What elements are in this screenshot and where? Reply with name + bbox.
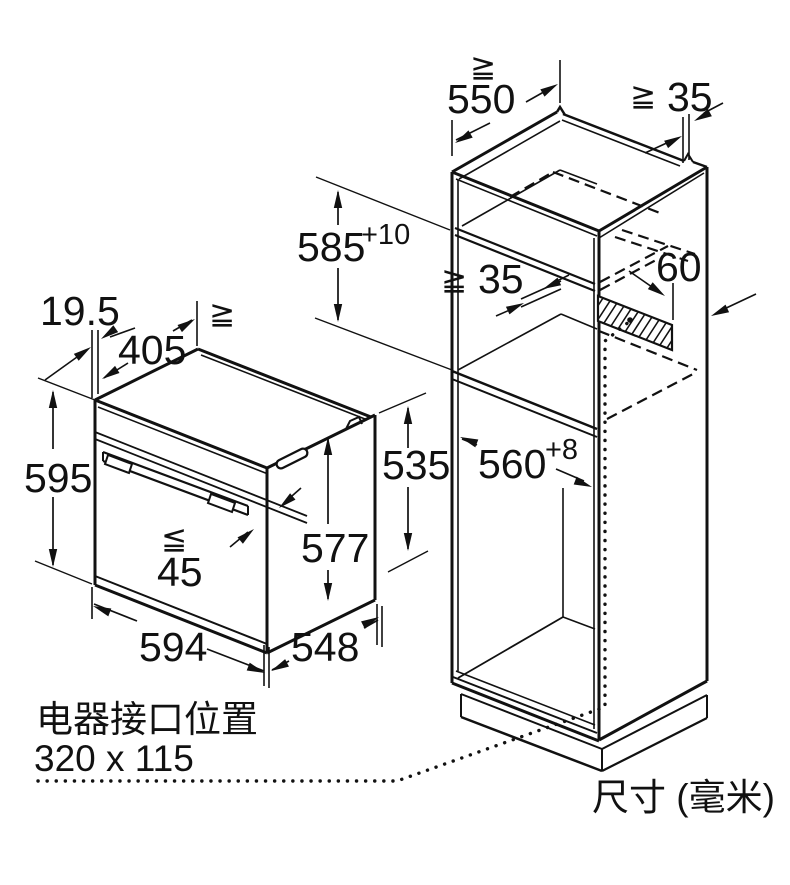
dim-label-shelf-gap: 35: [478, 256, 524, 302]
units-note: 尺寸 (毫米): [592, 777, 775, 818]
dim-rear-top-gap: ≧ 35: [630, 74, 724, 163]
connection-size: 320 x 115: [34, 738, 194, 779]
vent-cutout-hatched: [596, 294, 674, 352]
oven-outline: [93, 347, 377, 655]
dim-label-niche-width-tol: +8: [545, 434, 578, 466]
ge-symbol-oven-top: ≧: [209, 296, 235, 331]
cabinet-shelves: [451, 169, 598, 438]
hidden-edges-dashed: [509, 170, 698, 420]
dim-label-front-body-height: 577: [301, 525, 369, 571]
dim-niche-height: 585 +10: [297, 176, 453, 371]
cabinet-drawing: ≧ 550 ≧ 35 585 +10: [297, 49, 757, 773]
connection-label: 电器接口位置: [36, 699, 258, 740]
dim-label-niche-height: 585: [297, 224, 365, 270]
dim-oven-rear-body-height: 535: [378, 392, 450, 573]
ge-symbol-cabinet-depth: ≧: [470, 49, 496, 84]
dim-label-niche-width: 560: [478, 441, 546, 487]
cabinet-plinth: [460, 693, 708, 773]
dim-label-door-gap: 45: [157, 549, 203, 595]
connection-point-dot: [627, 317, 633, 323]
dim-label-rear-body-height: 535: [382, 442, 450, 488]
dim-oven-depth: 548: [271, 604, 383, 671]
cabinet-outline: [450, 104, 709, 743]
dim-vent-depth: 60: [628, 244, 702, 320]
dim-oven-front-body-height: 577: [301, 437, 369, 601]
dim-oven-height: 595: [24, 377, 96, 585]
dim-label-top-depth: 405: [118, 327, 186, 373]
dim-niche-width: 560 +8: [460, 434, 592, 487]
rear-wall-arrow: [711, 293, 757, 316]
oven-door-handle: [102, 450, 249, 517]
dim-door-gap: ≦ 45: [157, 487, 302, 595]
dim-label-height: 595: [24, 455, 92, 501]
dim-oven-width: 594: [91, 587, 270, 688]
dim-oven-overhang: 19.5: [40, 288, 136, 398]
dim-label-cabinet-depth: 550: [447, 76, 515, 122]
dim-label-overhang: 19.5: [40, 288, 120, 334]
dim-label-depth: 548: [291, 624, 359, 670]
dim-shelf-gap: ≧ 35: [441, 256, 570, 317]
ge-symbol-rear-gap: ≧: [630, 78, 656, 113]
ge-symbol-shelf-gap: ≧: [441, 262, 467, 297]
captions: 电器接口位置 320 x 115 尺寸 (毫米): [34, 699, 775, 818]
side-grip-slot: [275, 447, 309, 470]
dim-oven-top-depth: 405 ≧: [102, 296, 235, 379]
dim-label-rear-gap: 35: [667, 74, 713, 120]
oven-drawing: 19.5 405 ≧ 595 ≦ 45: [24, 288, 450, 688]
cabinet-lower-compartment: [452, 488, 598, 734]
dim-label-vent-depth: 60: [656, 244, 702, 290]
dim-cabinet-depth-min: ≧ 550: [447, 49, 561, 156]
le-symbol: ≦: [161, 521, 187, 556]
dim-label-width: 594: [139, 624, 207, 670]
dim-label-niche-height-tol: +10: [361, 219, 410, 251]
connection-locator-path: [36, 319, 632, 783]
